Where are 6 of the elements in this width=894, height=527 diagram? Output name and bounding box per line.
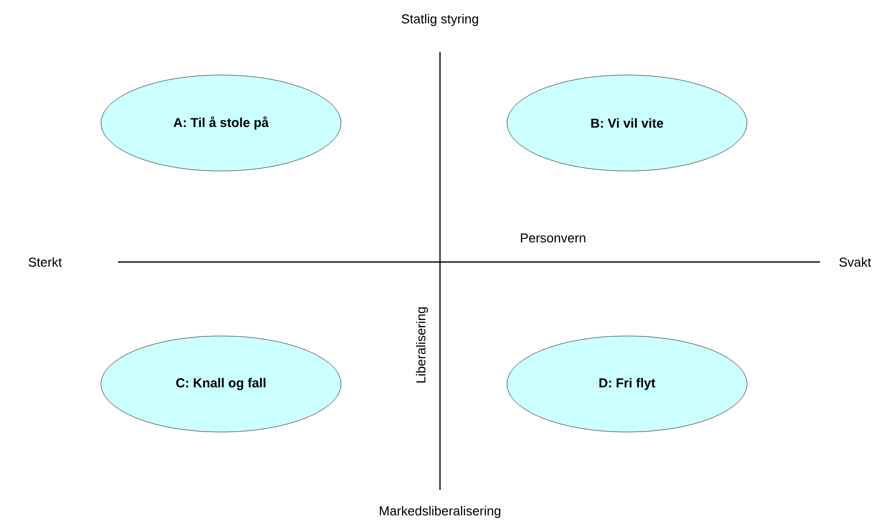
axis-label: Sterkt <box>28 257 62 267</box>
axis-label: Svakt <box>839 257 872 267</box>
axis-label: Markedsliberalisering <box>380 506 500 518</box>
axis-label: Statlig styring <box>402 14 478 26</box>
axis-label: Liberalisering <box>416 307 428 382</box>
axis-label: Personvern <box>520 233 586 242</box>
